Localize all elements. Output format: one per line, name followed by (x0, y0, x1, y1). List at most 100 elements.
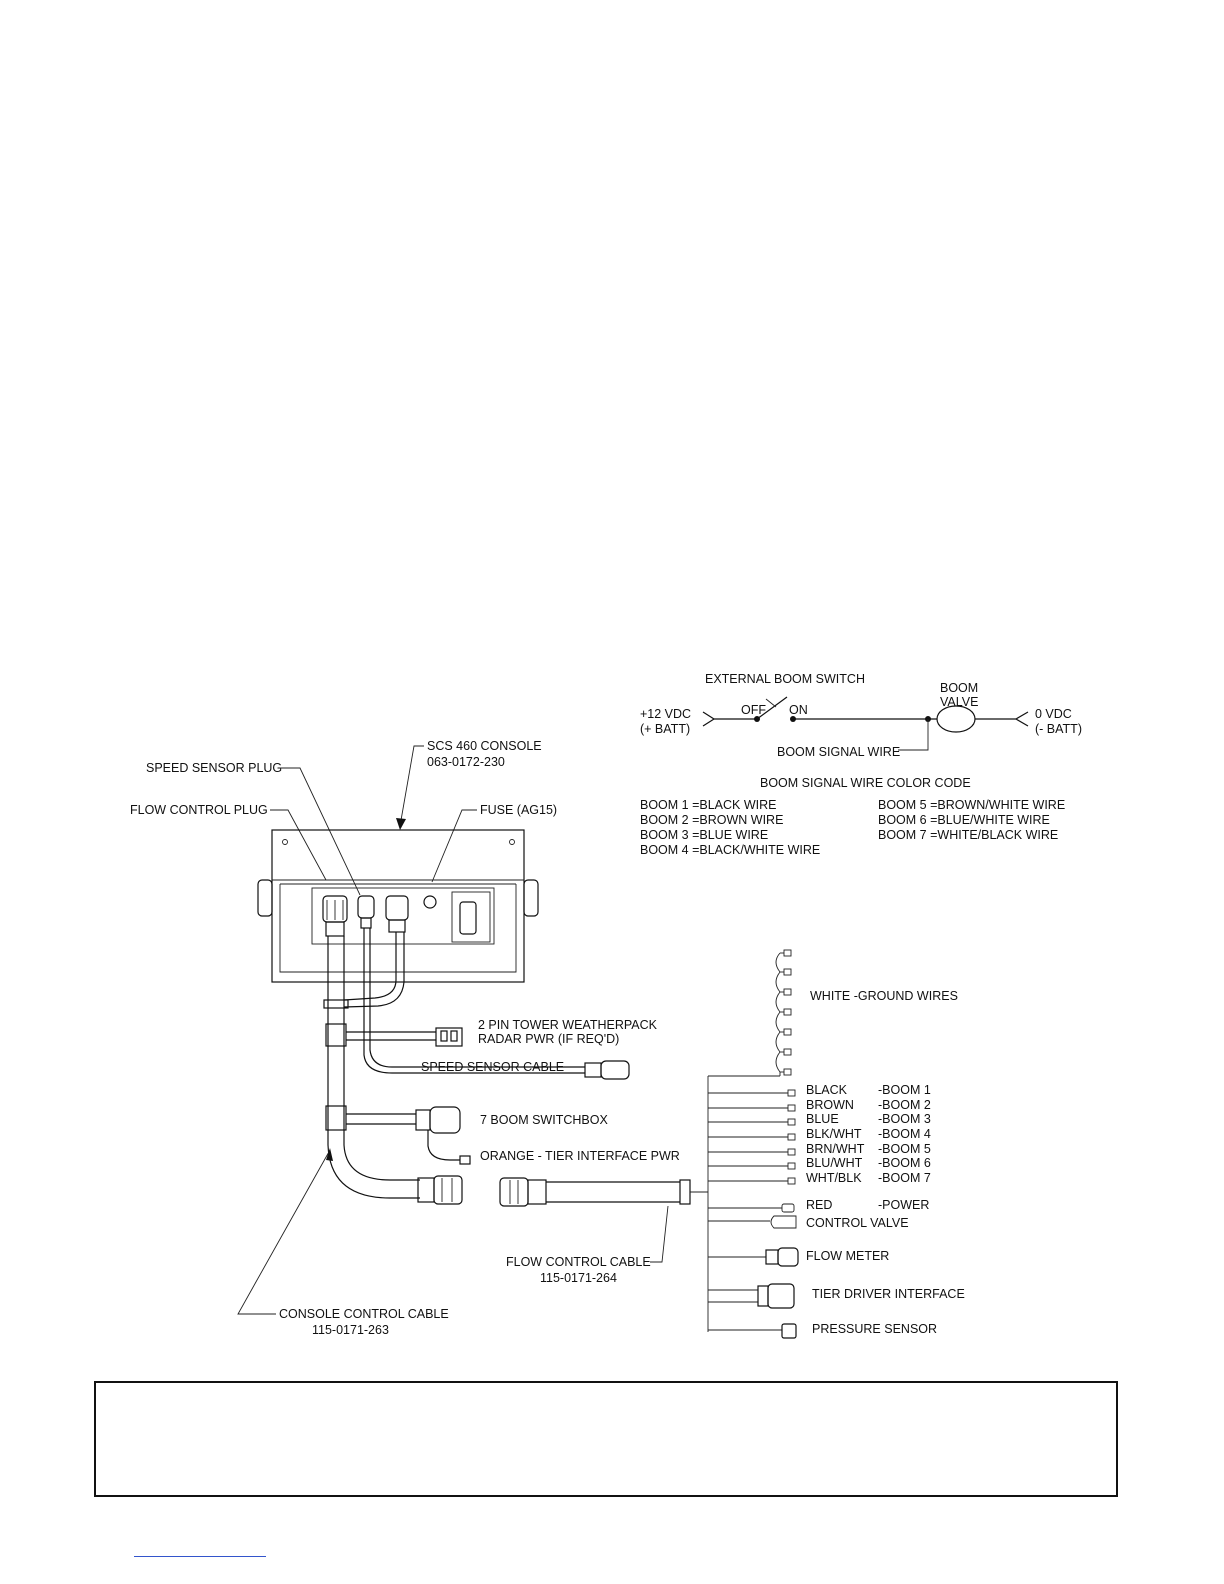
breakout-radar (325, 1023, 347, 1047)
boom-signal-wire-label: BOOM SIGNAL WIRE (777, 745, 900, 759)
control-valve-label: CONTROL VALVE (806, 1216, 909, 1230)
signal-leader (898, 719, 929, 751)
switch-blade (756, 696, 788, 720)
ground-terminal (783, 1048, 792, 1056)
off-label: OFF (741, 703, 766, 717)
console-title: SCS 460 CONSOLE (427, 739, 542, 753)
wire-boom-5: -BOOM 5 (878, 1142, 931, 1156)
wire-color-2: BROWN (806, 1098, 854, 1112)
tier-driver-collar (757, 1285, 769, 1307)
speed-sensor-cable-label: SPEED SENSOR CABLE (421, 1060, 564, 1074)
wire-boom-6: -BOOM 6 (878, 1156, 931, 1170)
weatherpack-pin (450, 1030, 458, 1042)
fuse-label: FUSE (AG15) (480, 803, 557, 817)
flow-control-cable-label: FLOW CONTROL CABLE (506, 1255, 651, 1269)
flow-cable-end (679, 1179, 691, 1205)
flow-plug-collar (325, 921, 345, 937)
boom-terminal (787, 1162, 796, 1170)
speed-cable-inner (369, 928, 585, 1068)
red-label: RED (806, 1198, 832, 1212)
speed-plug-leader (280, 767, 361, 896)
console-housing (271, 829, 525, 983)
switchbox-connector (429, 1106, 461, 1134)
on-label: ON (789, 703, 808, 717)
console-leader-arrow (396, 818, 406, 830)
flow-control-cable-number: 115-0171-264 (540, 1271, 617, 1285)
red-wire-terminal (781, 1203, 795, 1213)
boom-wire-2 (708, 1104, 796, 1112)
plus-batt-label: (+ BATT) (640, 722, 690, 736)
orange-tier-label: ORANGE - TIER INTERFACE PWR (480, 1149, 680, 1163)
switch-pointer (765, 698, 777, 708)
zero-vdc-label: 0 VDC (1035, 707, 1072, 721)
console-leader (399, 745, 424, 827)
external-boom-switch-label: EXTERNAL BOOM SWITCH (705, 672, 865, 686)
color-code-boom1: BOOM 1 =BLACK WIRE (640, 798, 777, 812)
footer-link-underline[interactable] (134, 1556, 266, 1557)
serial-port-panel (451, 891, 491, 943)
wire-color-7: WHT/BLK (806, 1171, 862, 1185)
speed-cable-outer (363, 928, 585, 1074)
speed-connector-body (584, 1062, 602, 1078)
wire-color-4: BLK/WHT (806, 1127, 862, 1141)
color-code-boom3: BOOM 3 =BLUE WIRE (640, 828, 768, 842)
pressure-sensor-label: PRESSURE SENSOR (812, 1322, 937, 1336)
console-cable-connector (433, 1175, 463, 1205)
white-ground-label: WHITE -GROUND WIRES (810, 989, 958, 1003)
boom-terminal (787, 1177, 796, 1185)
flow-plug-leader (270, 809, 327, 881)
ground-terminal (783, 968, 792, 976)
plus12-label: +12 VDC (640, 707, 691, 721)
weatherpack-pin (440, 1030, 448, 1042)
power-plug-collar (388, 919, 406, 933)
color-code-boom2: BOOM 2 =BROWN WIRE (640, 813, 783, 827)
console-cable-leader (237, 1149, 331, 1315)
wire-boom-3: -BOOM 3 (878, 1112, 931, 1126)
speed-connector-head (600, 1060, 630, 1080)
console-cable-collar (417, 1177, 435, 1203)
boom-terminal (787, 1118, 796, 1126)
boom-switch-schematic: EXTERNAL BOOM SWITCH +12 VDC (+ BATT) OF… (640, 672, 1082, 857)
bracket-knob-right (523, 879, 539, 917)
wire-boom-1: -BOOM 1 (878, 1083, 931, 1097)
weatherpack-tower (435, 1027, 463, 1047)
boom-switchbox-label: 7 BOOM SWITCHBOX (480, 1113, 608, 1127)
power-cable-outer (343, 932, 397, 1001)
power-plug (385, 895, 409, 921)
console-control-cable-label: CONSOLE CONTROL CABLE (279, 1307, 449, 1321)
boom-wire-5 (708, 1148, 796, 1156)
wire-color-3: BLUE (806, 1112, 839, 1126)
ground-terminal (783, 1008, 792, 1016)
color-code-title: BOOM SIGNAL WIRE COLOR CODE (760, 776, 971, 790)
console-drawing: SCS 460 CONSOLE 063-0172-230 SPEED SENSO… (130, 739, 557, 983)
note-box (94, 1381, 1118, 1497)
boom-valve-symbol (936, 705, 976, 733)
ground-terminal (783, 1028, 792, 1036)
wire-boom-2: -BOOM 2 (878, 1098, 931, 1112)
boom-wire-3 (708, 1118, 796, 1126)
wire-boom-7: -BOOM 7 (878, 1171, 931, 1185)
serial-port (459, 901, 477, 935)
wire-boom-4: -BOOM 4 (878, 1127, 931, 1141)
bracket-knob-left (257, 879, 273, 917)
mount-hole-left (282, 839, 288, 845)
speed-plug-collar (360, 917, 372, 929)
console-face (279, 884, 517, 973)
ground-terminal (783, 1068, 792, 1076)
trunk-outer (327, 936, 420, 1199)
console-control-cable-number: 115-0171-263 (312, 1323, 389, 1337)
console-cable-arrow (326, 1148, 333, 1161)
flow-meter-label: FLOW METER (806, 1249, 889, 1263)
flow-control-plug-label: FLOW CONTROL PLUG (130, 803, 268, 817)
minus-batt-label: (- BATT) (1035, 722, 1082, 736)
fuse-holder (423, 895, 437, 909)
ground-terminal (783, 949, 792, 957)
wire-legend: WHITE -GROUND WIRES (707, 949, 965, 1339)
switchbox-collar (415, 1109, 431, 1131)
mount-hole-right (509, 839, 515, 845)
boom-terminal (787, 1089, 796, 1097)
tier-driver-label: TIER DRIVER INTERFACE (812, 1287, 965, 1301)
flow-meter-connector (777, 1247, 799, 1267)
control-valve-connector (770, 1215, 797, 1229)
color-code-boom6: BOOM 6 =BLUE/WHITE WIRE (878, 813, 1050, 827)
